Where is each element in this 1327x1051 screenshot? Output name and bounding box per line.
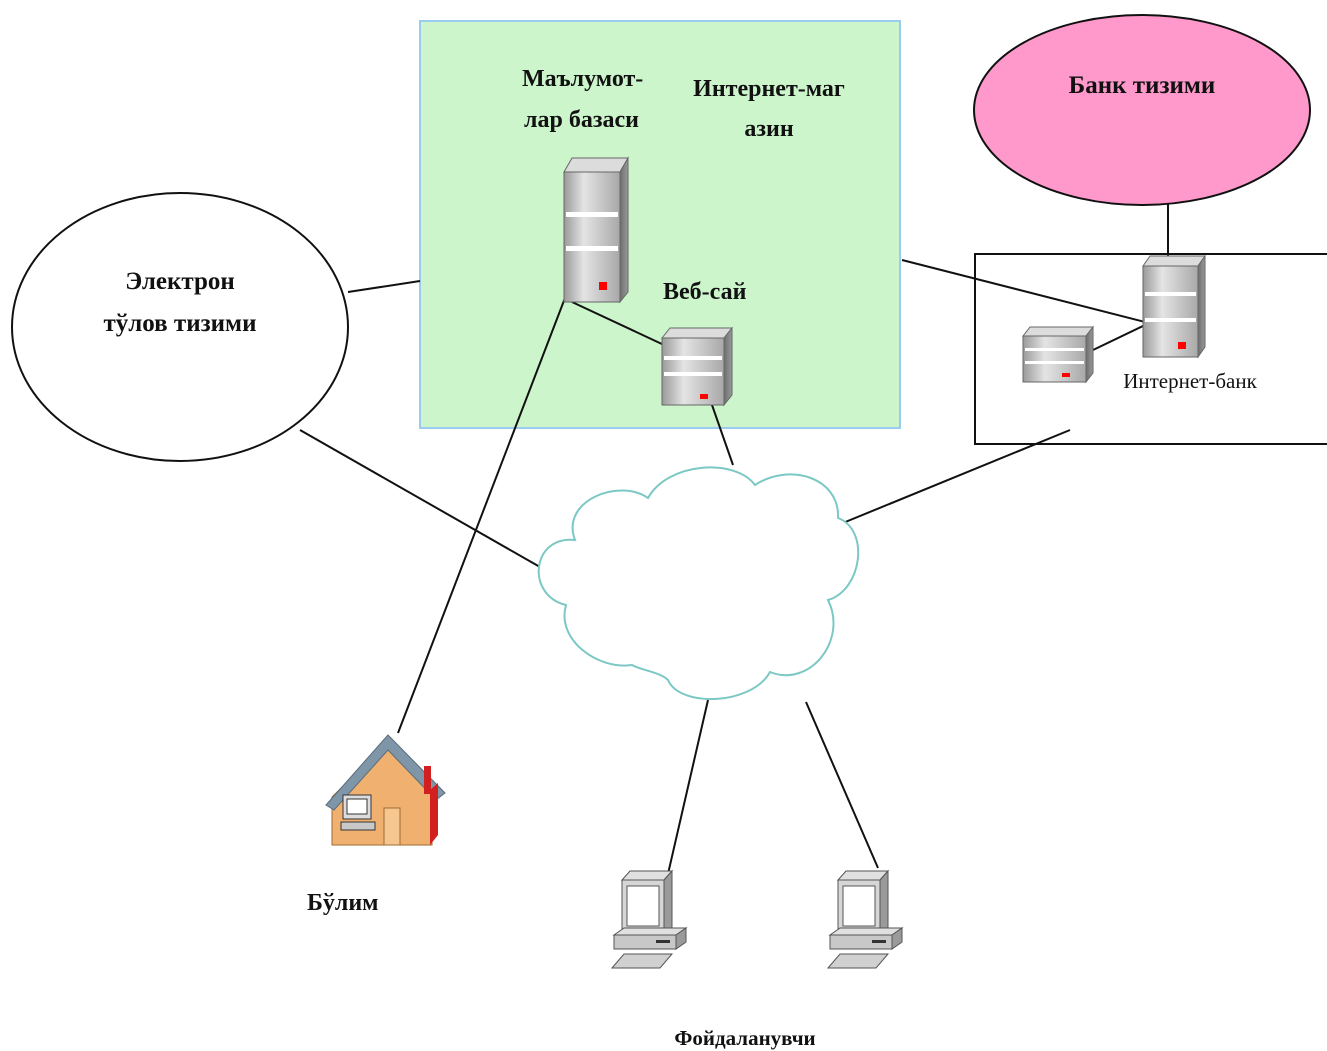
branch-house-icon xyxy=(325,734,446,846)
store-label-line2: азин xyxy=(744,116,793,142)
internet-bank-label: Интернет-банк xyxy=(1123,369,1257,393)
payment-system-label-line2: тўлов тизими xyxy=(103,310,256,337)
website-server-icon xyxy=(660,326,734,407)
store-label-line1: Интернет-маг xyxy=(693,76,845,102)
database-label-line1: Маълумот- xyxy=(522,66,643,92)
user-computer-icon-2 xyxy=(826,869,904,969)
link-payment-cloud xyxy=(299,429,541,568)
database-label-line2: лар базаси xyxy=(524,107,639,133)
internet-shop-area xyxy=(419,20,901,429)
payment-system-label-line1: Электрон xyxy=(125,268,235,295)
connections xyxy=(299,204,1169,901)
website-label: Веб-сай xyxy=(663,279,747,305)
user-label: Фойдаланувчи xyxy=(674,1026,815,1050)
link-bank-cloud xyxy=(837,429,1071,526)
link-db-branch xyxy=(397,297,566,734)
link-cloud-user1 xyxy=(661,699,709,901)
link-cloud-user2 xyxy=(805,701,879,869)
internet-bank-area xyxy=(974,253,1327,445)
user-computer-icon-1 xyxy=(610,869,688,969)
link-shop-bank xyxy=(901,259,1146,323)
bank-system-label: Банк тизими xyxy=(1069,72,1216,99)
bank-system-ellipse xyxy=(973,14,1311,206)
branch-label: Бўлим xyxy=(307,890,379,916)
bank-tower-server-icon xyxy=(1142,254,1206,359)
link-db-website xyxy=(571,301,665,346)
link-bank-servers xyxy=(1092,324,1146,351)
payment-system-ellipse xyxy=(11,192,349,462)
internet-cloud xyxy=(537,466,860,700)
link-payment-shop xyxy=(347,280,421,293)
bank-small-server-icon xyxy=(1021,325,1095,384)
link-website-cloud xyxy=(711,404,734,466)
database-server-icon xyxy=(563,156,629,304)
